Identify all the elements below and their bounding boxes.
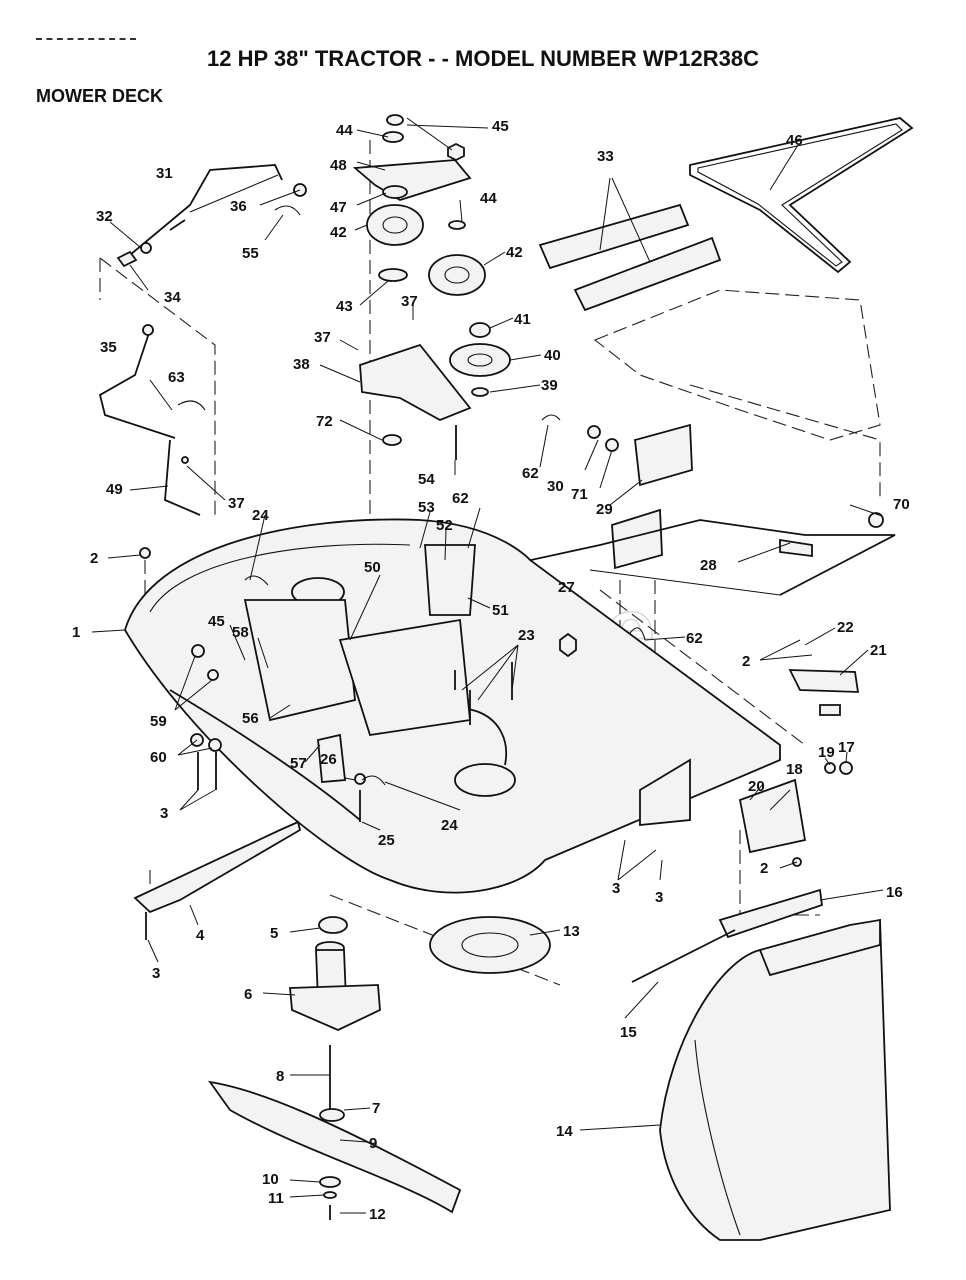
callout-25: 25	[378, 832, 395, 849]
callout-18: 18	[786, 761, 803, 778]
callout-5: 5	[270, 925, 278, 942]
callout-1: 1	[72, 624, 80, 641]
deflector-hinge-parts	[631, 669, 860, 983]
callout-16: 16	[886, 884, 903, 901]
callout-29: 29	[596, 501, 613, 518]
callout-48: 48	[330, 157, 347, 174]
tractor-frame-outline	[593, 289, 881, 500]
callout-20: 20	[748, 778, 765, 795]
callout-19: 19	[818, 744, 835, 761]
callout-37: 37	[228, 495, 245, 512]
callout-labels: 1 2 2 2 3 3 3 3 4 5 6 7 8 9 10 11 12 13 …	[72, 118, 910, 1223]
callout-40: 40	[544, 347, 561, 364]
callout-53: 53	[418, 499, 435, 516]
callout-14: 14	[556, 1123, 573, 1140]
callout-59: 59	[150, 713, 167, 730]
rod-35-link-49	[98, 324, 206, 516]
callout-23: 23	[518, 627, 535, 644]
callout-26: 26	[320, 751, 337, 768]
callout-55: 55	[242, 245, 259, 262]
callout-51: 51	[492, 602, 509, 619]
callout-37: 37	[401, 293, 418, 310]
callout-72: 72	[316, 413, 333, 430]
belt-46	[689, 117, 914, 274]
callout-63: 63	[168, 369, 185, 386]
callout-41: 41	[514, 311, 531, 328]
callout-37: 37	[314, 329, 331, 346]
callout-52: 52	[436, 517, 453, 534]
callout-62: 62	[452, 490, 469, 507]
callout-50: 50	[364, 559, 381, 576]
callout-38: 38	[293, 356, 310, 373]
callout-62: 62	[686, 630, 703, 647]
callout-30: 30	[547, 478, 564, 495]
callout-3: 3	[612, 880, 620, 897]
callout-4: 4	[196, 927, 205, 944]
callout-71: 71	[571, 486, 588, 503]
callout-2: 2	[760, 860, 768, 877]
callout-35: 35	[100, 339, 117, 356]
callout-58: 58	[232, 624, 249, 641]
callout-33: 33	[597, 148, 614, 165]
callout-7: 7	[372, 1100, 380, 1117]
callout-22: 22	[837, 619, 854, 636]
callout-28: 28	[700, 557, 717, 574]
callout-6: 6	[244, 986, 252, 1003]
callout-62: 62	[522, 465, 539, 482]
header-rule	[36, 38, 136, 40]
callout-11: 11	[268, 1190, 284, 1207]
lift-link-31	[116, 164, 307, 268]
callout-31: 31	[156, 165, 173, 182]
callout-45: 45	[208, 613, 225, 630]
callout-45: 45	[492, 118, 509, 135]
callout-2: 2	[742, 653, 750, 670]
callout-36: 36	[230, 198, 247, 215]
callout-34: 34	[164, 289, 181, 306]
callout-24: 24	[252, 507, 269, 524]
callout-27: 27	[558, 579, 575, 596]
callout-42: 42	[506, 244, 523, 261]
callout-60: 60	[150, 749, 167, 766]
callout-8: 8	[276, 1068, 284, 1085]
callout-32: 32	[96, 208, 113, 225]
callout-42: 42	[330, 224, 347, 241]
idler-pulley-assembly	[352, 114, 511, 460]
callout-3: 3	[655, 889, 663, 906]
leader-lines	[91, 117, 884, 1214]
baffle-4	[133, 820, 302, 940]
callout-70: 70	[893, 496, 910, 513]
callout-21: 21	[870, 642, 887, 659]
callout-57: 57	[290, 755, 307, 772]
mower-deck-1	[124, 518, 781, 894]
callout-43: 43	[336, 298, 353, 315]
callout-46: 46	[786, 132, 803, 149]
callout-13: 13	[563, 923, 580, 940]
front-hanger-rod-27	[484, 414, 896, 641]
callout-56: 56	[242, 710, 259, 727]
callout-24: 24	[441, 817, 458, 834]
section-title: MOWER DECK	[36, 86, 163, 106]
callout-10: 10	[262, 1171, 279, 1188]
deck-hanger-brackets-33	[538, 203, 722, 312]
callout-15: 15	[620, 1024, 637, 1041]
callout-12: 12	[369, 1206, 386, 1223]
callout-54: 54	[418, 471, 435, 488]
callout-47: 47	[330, 199, 347, 216]
callout-44: 44	[480, 190, 497, 207]
callout-44: 44	[336, 122, 353, 139]
callout-9: 9	[369, 1135, 377, 1152]
callout-39: 39	[541, 377, 558, 394]
diagram-title: 12 HP 38" TRACTOR - - MODEL NUMBER WP12R…	[207, 46, 759, 71]
spindle-blade-assembly	[208, 916, 551, 1220]
callout-17: 17	[838, 739, 855, 756]
callout-2: 2	[90, 550, 98, 567]
callout-3: 3	[152, 965, 160, 982]
callout-49: 49	[106, 481, 123, 498]
callout-3: 3	[160, 805, 168, 822]
discharge-chute-14	[659, 918, 891, 1241]
